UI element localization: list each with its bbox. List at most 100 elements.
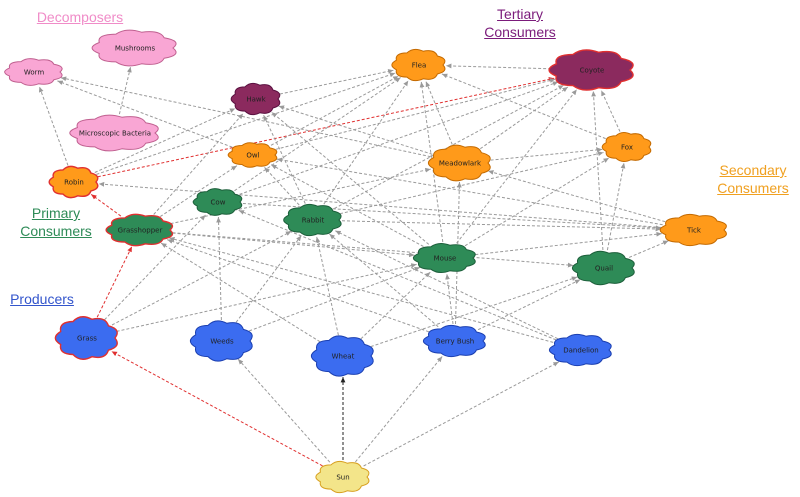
arrow-grass-to-mouse [116, 263, 417, 332]
node-grass: Grass [54, 316, 118, 360]
node-rabbit-label: Rabbit [302, 217, 325, 225]
node-fox: Fox [601, 131, 652, 163]
node-weeds-cloud [189, 320, 253, 362]
arrow-meadowlark-to-worm [60, 76, 431, 158]
arrow-cow-to-flea [234, 77, 401, 192]
secondary-line2: Consumers [717, 180, 789, 196]
arrow-berrybush-to-mouse [445, 273, 454, 325]
node-quail-cloud [571, 250, 635, 286]
node-wheat: Wheat [310, 335, 374, 377]
arrow-quail-to-coyote [591, 90, 604, 251]
arrow-sun-to-grass [111, 350, 323, 467]
arrow-grasshopper-to-mouse [172, 232, 415, 258]
node-coyote: Coyote [548, 49, 634, 91]
arrow-tick-to-owl [276, 157, 663, 226]
arrow-fox-to-coyote [600, 90, 621, 132]
node-owl: Owl [227, 142, 278, 168]
node-dandelion-cloud [548, 333, 612, 367]
arrow-robin-to-worm [38, 86, 69, 166]
arrow-mouse-to-coyote [456, 89, 578, 244]
node-berrybush: Berry Bush [422, 324, 486, 358]
node-mouse-label: Mouse [434, 255, 457, 263]
node-meadowlark-label: Meadowlark [439, 160, 482, 168]
node-cow-label: Cow [211, 199, 226, 207]
node-hawk-label: Hawk [246, 96, 266, 104]
arrow-meadowlark-to-fox [490, 147, 603, 161]
node-meadowlark: Meadowlark [427, 144, 491, 182]
arrow-berrybush-to-quail [477, 279, 581, 331]
arrow-grass-to-grasshopper [96, 246, 133, 318]
node-quail: Quail [571, 250, 635, 286]
tertiary-line1: Tertiary [497, 6, 543, 22]
node-fox-cloud [601, 131, 652, 163]
arrow-tick-to-meadowlark [487, 170, 666, 223]
node-mouse: Mouse [412, 242, 476, 274]
node-mushrooms-cloud [91, 29, 177, 67]
arrow-wheat-to-rabbit [315, 236, 339, 336]
arrow-mouse-to-tick [475, 231, 662, 256]
arrow-meadowlark-to-hawk [278, 105, 433, 155]
arrow-owl-to-coyote [275, 78, 556, 150]
node-coyote-label: Coyote [580, 67, 605, 75]
node-tick: Tick [659, 213, 727, 247]
arrow-meadowlark-to-flea [425, 81, 453, 145]
arrow-owl-to-worm [57, 80, 233, 148]
producers-label: Producers [10, 291, 74, 307]
arrow-grass-to-rabbit [111, 230, 292, 326]
arrow-mouse-to-fox [464, 157, 610, 247]
arrow-grasshopper-to-owl [159, 165, 238, 218]
arrow-robin-to-flea [96, 72, 396, 175]
node-tick-label: Tick [686, 227, 702, 235]
arrow-weeds-to-mouse [249, 266, 421, 332]
arrow-grasshopper-to-hawk [153, 113, 244, 215]
node-fox-label: Fox [621, 144, 633, 152]
arrow-fox-to-flea [441, 73, 606, 140]
node-owl-label: Owl [246, 152, 259, 160]
secondary-consumers-heading: Secondary Consumers [706, 161, 800, 197]
primary-line1: Primary [31, 205, 81, 221]
node-sun-label: Sun [336, 474, 349, 482]
node-robin-label: Robin [64, 179, 84, 187]
arrow-owl-to-flea [270, 75, 399, 146]
arrow-grass-to-cow [104, 214, 206, 321]
node-quail-label: Quail [595, 265, 613, 273]
node-grasshopper-cloud [105, 213, 174, 247]
arrow-rabbit-to-hawk [263, 114, 306, 204]
tertiary-consumers-heading: Tertiary Consumers [468, 5, 572, 41]
node-cow: Cow [192, 188, 243, 216]
arrow-mouse-to-hawk [271, 111, 430, 245]
edges-layer [38, 63, 669, 467]
node-weeds-label: Weeds [210, 338, 234, 346]
arrow-mouse-to-owl [270, 164, 424, 247]
node-sun-cloud [315, 460, 370, 494]
node-owl-cloud [227, 142, 278, 168]
arrow-rabbit-to-tick [341, 220, 662, 232]
arrow-quail-to-tick [628, 240, 669, 258]
arrow-wheat-to-mouse [360, 271, 431, 340]
node-bacteria-label: Microscopic Bacteria [79, 130, 151, 138]
node-worm-cloud [4, 58, 63, 86]
node-flea-cloud [391, 48, 446, 82]
arrow-berrybush-to-grasshopper [167, 239, 430, 333]
node-coyote-cloud [548, 49, 634, 91]
arrow-grasshopper-to-robin [90, 193, 122, 217]
arrow-dandelion-to-grasshopper [169, 237, 554, 343]
node-wheat-label: Wheat [332, 353, 355, 361]
arrow-wheat-to-quail [370, 276, 578, 348]
node-wheat-cloud [310, 335, 374, 377]
arrow-sun-to-weeds [237, 358, 331, 463]
node-flea: Flea [391, 48, 446, 82]
tertiary-line2: Consumers [484, 24, 556, 40]
node-dandelion-label: Dandelion [563, 347, 598, 355]
arrow-berrybush-to-rabbit [329, 233, 439, 328]
arrow-grasshopper-to-quail [172, 232, 574, 268]
arrow-rabbit-to-fox [339, 151, 604, 215]
secondary-line1: Secondary [719, 162, 787, 178]
arrow-robin-to-coyote [97, 76, 555, 178]
arrow-quail-to-fox [606, 162, 626, 251]
arrow-wheat-to-grasshopper [160, 242, 321, 343]
node-grasshopper-label: Grasshopper [118, 227, 163, 235]
